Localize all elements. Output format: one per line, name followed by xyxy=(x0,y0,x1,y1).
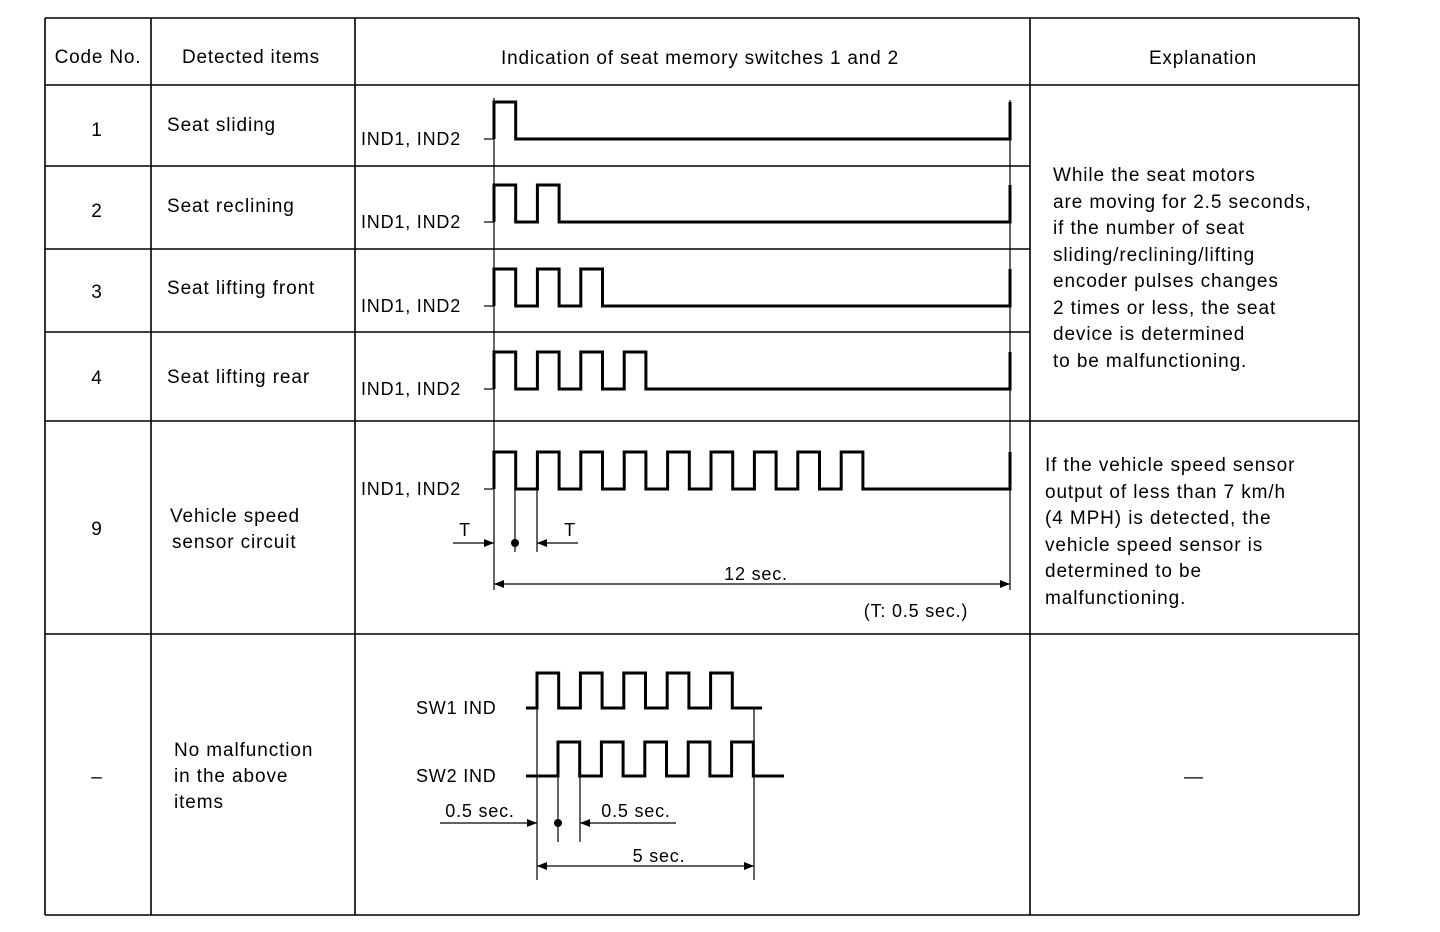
item-seat-sliding: Seat sliding xyxy=(167,115,276,136)
table-grid xyxy=(44,17,1360,916)
explanation-motors-line: are moving for 2.5 seconds, xyxy=(1053,192,1312,213)
header-detected-items: Detected items xyxy=(182,47,320,68)
t-left-label: T xyxy=(459,520,471,540)
code-4: 4 xyxy=(91,368,102,389)
explanation-speed-line: output of less than 7 km/h xyxy=(1045,482,1286,503)
detected-items-column: Seat sliding Seat reclining Seat lifting… xyxy=(167,115,315,813)
t-note-label: (T: 0.5 sec.) xyxy=(864,601,968,621)
explanation-motors: While the seat motors are moving for 2.5… xyxy=(1053,165,1312,372)
signal-labels: IND1, IND2 IND1, IND2 IND1, IND2 IND1, I… xyxy=(361,129,461,499)
signal-label-2: IND1, IND2 xyxy=(361,212,461,232)
item-vehicle-speed-line1: Vehicle speed xyxy=(170,506,300,527)
explanation-speed-line: vehicle speed sensor is xyxy=(1045,535,1263,556)
explanation-motors-line: 2 times or less, the seat xyxy=(1053,298,1276,319)
explanation-speed: If the vehicle speed sensor output of le… xyxy=(1045,455,1295,609)
explanation-motors-line: if the number of seat xyxy=(1053,218,1245,239)
signal-label-1: IND1, IND2 xyxy=(361,129,461,149)
signal-label-9: IND1, IND2 xyxy=(361,479,461,499)
code-1: 1 xyxy=(91,120,102,141)
sw2-waveform xyxy=(526,740,784,778)
no-malfunction-diagram: SW1 IND SW2 IND 0.5 sec. 0.5 sec. 5 sec. xyxy=(416,671,784,880)
item-seat-reclining: Seat reclining xyxy=(167,196,295,217)
half-sec-right-label: 0.5 sec. xyxy=(601,801,670,821)
waveform-code-3 xyxy=(484,267,1012,308)
code9-annotations: T T 12 sec. (T: 0.5 sec.) xyxy=(453,489,1010,621)
header-code: Code No. xyxy=(55,47,142,68)
sw2-ind-label: SW2 IND xyxy=(416,766,497,786)
item-no-malfunction-line1: No malfunction xyxy=(174,740,313,761)
explanation-speed-line: determined to be xyxy=(1045,561,1202,582)
header-indication: Indication of seat memory switches 1 and… xyxy=(501,48,899,69)
item-seat-lifting-rear: Seat lifting rear xyxy=(167,367,310,388)
code-9: 9 xyxy=(91,519,102,540)
explanation-motors-line: to be malfunctioning. xyxy=(1053,351,1247,372)
waveform-code-9 xyxy=(484,450,1012,491)
explanation-motors-line: device is determined xyxy=(1053,324,1245,345)
sw1-ind-label: SW1 IND xyxy=(416,698,497,718)
explanation-none: — xyxy=(1184,767,1204,788)
code-3: 3 xyxy=(91,282,102,303)
waveform-code-1 xyxy=(484,100,1012,141)
signal-label-3: IND1, IND2 xyxy=(361,296,461,316)
item-vehicle-speed-line2: sensor circuit xyxy=(172,532,297,553)
header-row: Code No. Detected items Indication of se… xyxy=(55,47,1257,69)
code-2: 2 xyxy=(91,201,102,222)
item-no-malfunction-line3: items xyxy=(174,792,224,813)
half-sec-left-label: 0.5 sec. xyxy=(445,801,514,821)
header-explanation: Explanation xyxy=(1149,48,1257,69)
code-column: 1 2 3 4 9 – xyxy=(91,120,102,788)
explanation-speed-line: (4 MPH) is detected, the xyxy=(1045,508,1271,529)
item-no-malfunction-line2: in the above xyxy=(174,766,288,787)
waveform-code-4 xyxy=(484,350,1012,391)
timing-guides xyxy=(493,98,1011,590)
t-right-label: T xyxy=(564,520,576,540)
sw1-waveform xyxy=(526,671,762,710)
waveform-code-2 xyxy=(484,183,1012,224)
five-sec-label: 5 sec. xyxy=(633,846,686,866)
explanation-motors-line: sliding/reclining/lifting xyxy=(1053,245,1255,266)
explanation-motors-line: While the seat motors xyxy=(1053,165,1256,186)
period-12sec-label: 12 sec. xyxy=(724,564,788,584)
item-seat-lifting-front: Seat lifting front xyxy=(167,278,315,299)
explanation-speed-line: If the vehicle speed sensor xyxy=(1045,455,1295,476)
explanation-motors-line: encoder pulses changes xyxy=(1053,271,1279,292)
signal-label-4: IND1, IND2 xyxy=(361,379,461,399)
explanation-speed-line: malfunctioning. xyxy=(1045,588,1186,609)
code-none: – xyxy=(91,767,102,788)
